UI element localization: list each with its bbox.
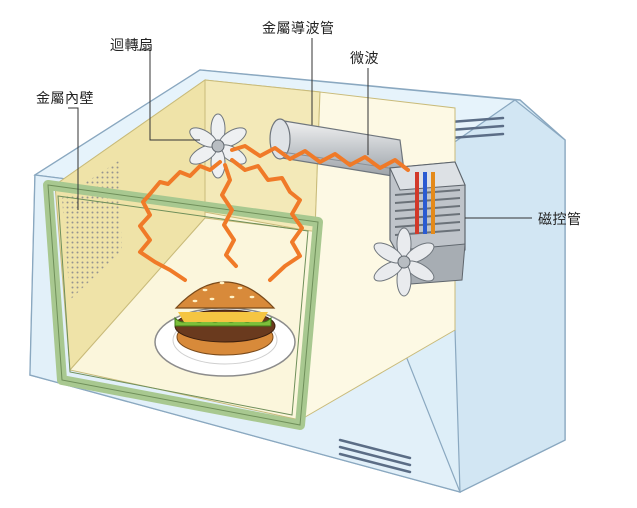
label-magnetron: 磁控管 bbox=[538, 212, 582, 228]
wave-center bbox=[220, 163, 238, 268]
label-metal-inner-wall: 金屬內壁 bbox=[36, 91, 94, 107]
door-frame bbox=[43, 180, 323, 430]
microwave-paths bbox=[138, 144, 410, 282]
wave-left bbox=[138, 160, 222, 282]
label-stirrer-fan: 迴轉扇 bbox=[110, 38, 154, 54]
leader-lines bbox=[68, 38, 532, 219]
hamburger bbox=[174, 281, 276, 356]
wave-right bbox=[230, 158, 304, 282]
stirrer-fan bbox=[189, 113, 247, 179]
label-microwave: 微波 bbox=[350, 51, 379, 67]
cooling-fan bbox=[373, 227, 435, 297]
label-metal-waveguide: 金屬導波管 bbox=[262, 21, 335, 37]
vent-slots-bottom bbox=[338, 438, 412, 474]
wave-in-guide bbox=[230, 144, 410, 172]
